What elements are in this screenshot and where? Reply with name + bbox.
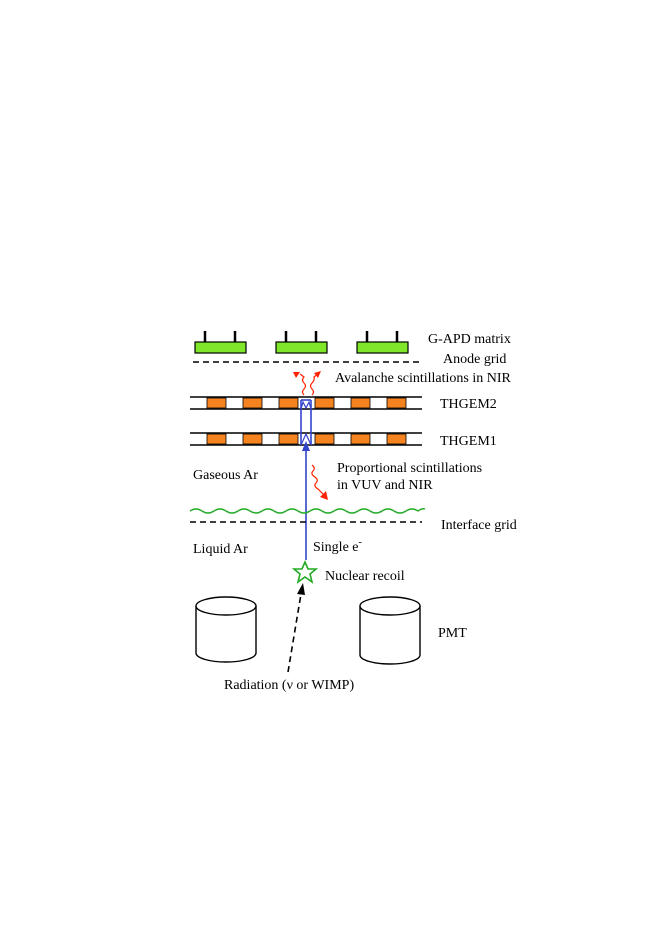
gaseous-ar-label: Gaseous Ar	[193, 468, 258, 483]
thgem2	[190, 396, 422, 410]
radiation-label: Radiation (ν or WIMP)	[224, 678, 354, 693]
pmt-label: PMT	[438, 626, 467, 641]
avalanche-scintillation-label: Avalanche scintillations in NIR	[335, 371, 512, 386]
single-electron-label: Single e-	[313, 537, 362, 555]
avalanche-photon-icons	[293, 371, 321, 396]
radiation-path	[287, 583, 305, 673]
thgem2-label: THGEM2	[440, 397, 497, 412]
gapd-element	[275, 331, 328, 354]
nuclear-recoil-star-icon	[291, 559, 319, 584]
pmt-right	[359, 596, 421, 665]
photon-arrowhead	[293, 372, 300, 378]
nuclear-recoil-label: Nuclear recoil	[325, 569, 405, 584]
gapd-element	[194, 331, 247, 354]
proportional-scintillation-label-line1: Proportional scintillations	[337, 461, 482, 476]
gapd-element	[356, 331, 409, 354]
photon-arrowhead	[314, 371, 321, 378]
interface-grid-label: Interface grid	[441, 518, 517, 533]
photon-wavy-arrow	[309, 373, 319, 396]
anode-grid-label: Anode grid	[443, 352, 506, 367]
thgem1-label: THGEM1	[440, 434, 497, 449]
photon-wavy-arrow	[299, 373, 307, 396]
liquid-ar-label: Liquid Ar	[193, 542, 248, 557]
pmt-left	[195, 596, 257, 663]
gapd-matrix	[194, 331, 409, 354]
gapd-matrix-label: G-APD matrix	[428, 332, 511, 347]
liquid-surface-wave	[189, 508, 426, 514]
proportional-photon-icon	[311, 464, 328, 500]
proportional-scintillation-label-line2: in VUV and NIR	[337, 478, 433, 493]
electron-path	[300, 399, 312, 560]
